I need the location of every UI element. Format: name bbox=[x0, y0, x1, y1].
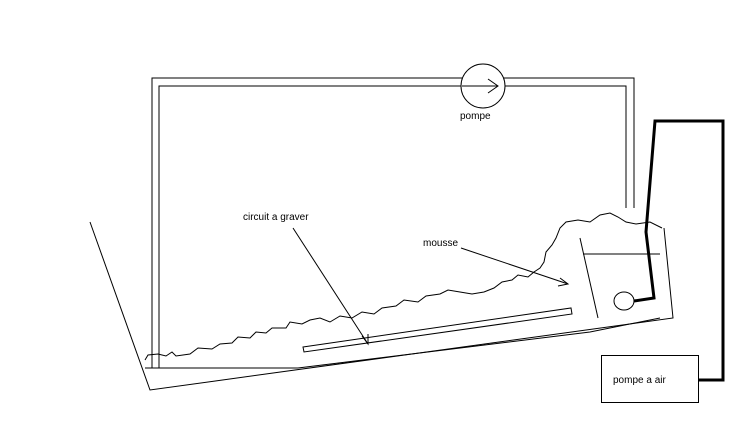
foam-surface bbox=[144, 212, 663, 361]
air-pump-box: pompe a air bbox=[601, 355, 699, 403]
circuit-label: circuit a graver bbox=[243, 212, 309, 223]
circuit-leader-line bbox=[292, 227, 369, 345]
air-hose bbox=[633, 119, 725, 382]
foam-label: mousse bbox=[423, 238, 459, 249]
circuit-board bbox=[302, 307, 573, 353]
air-stone-icon bbox=[613, 291, 635, 311]
pump-label: pompe bbox=[460, 111, 491, 122]
foam-leader-line bbox=[460, 247, 569, 285]
tank-inner-bottom bbox=[145, 317, 661, 369]
pipe-inner bbox=[158, 85, 627, 368]
tank-outline bbox=[89, 221, 674, 391]
pipe-outer bbox=[151, 77, 635, 368]
filter-box bbox=[579, 237, 599, 319]
air-pump-label: pompe a air bbox=[613, 375, 666, 386]
